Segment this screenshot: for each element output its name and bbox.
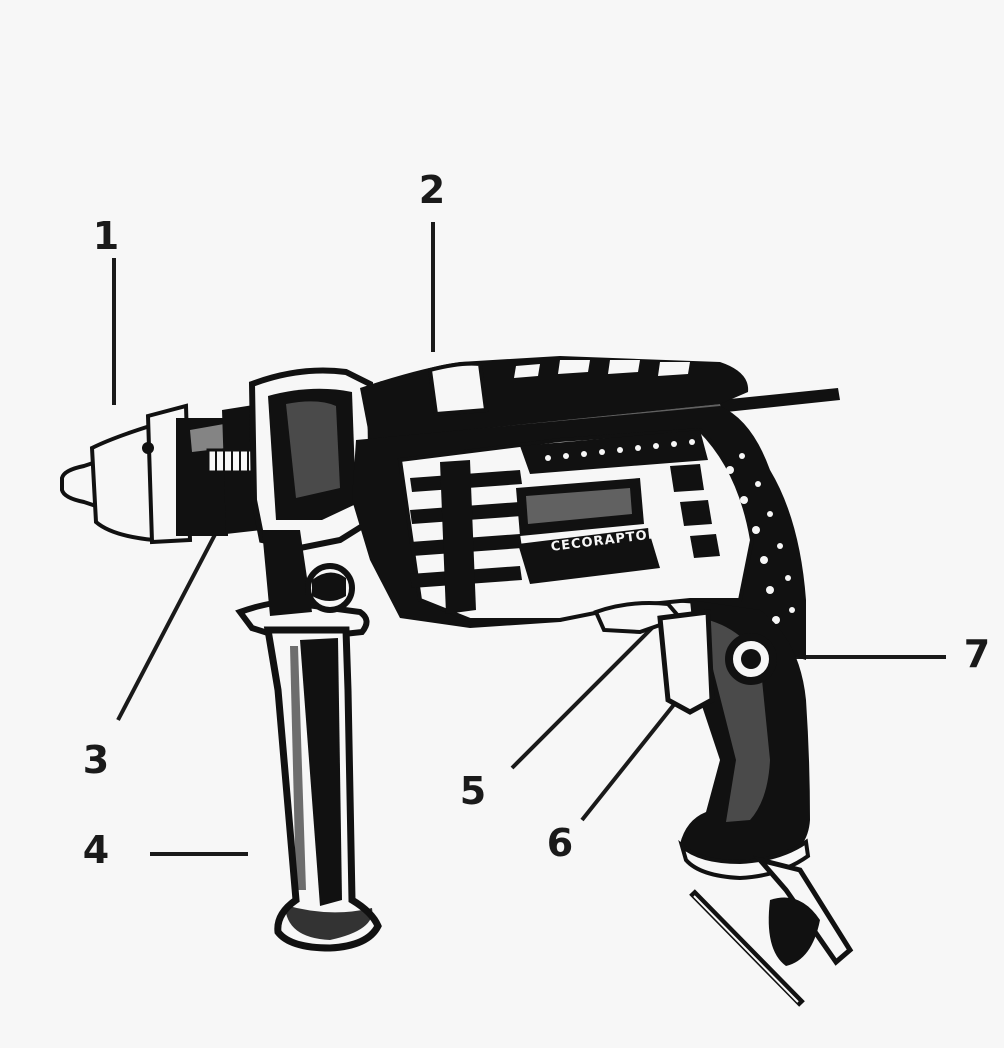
power-cord (689, 855, 854, 1007)
drill-chuck (60, 403, 228, 545)
callout-number-6: 6 (546, 821, 574, 865)
leader-line-6 (580, 685, 690, 822)
callout-number-1: 1 (92, 214, 120, 258)
pistol-grip (593, 600, 811, 881)
handle-clamp (248, 367, 376, 616)
callout-number-3: 3 (82, 738, 110, 782)
motor-housing (352, 356, 806, 660)
callout-number-2: 2 (418, 168, 446, 212)
callout-number-4: 4 (82, 828, 110, 872)
callout-number-5: 5 (459, 769, 487, 813)
callout-number-7: 7 (963, 632, 991, 676)
leader-line-5 (510, 618, 662, 770)
side-handle (235, 599, 382, 952)
leader-line-3 (116, 501, 234, 721)
